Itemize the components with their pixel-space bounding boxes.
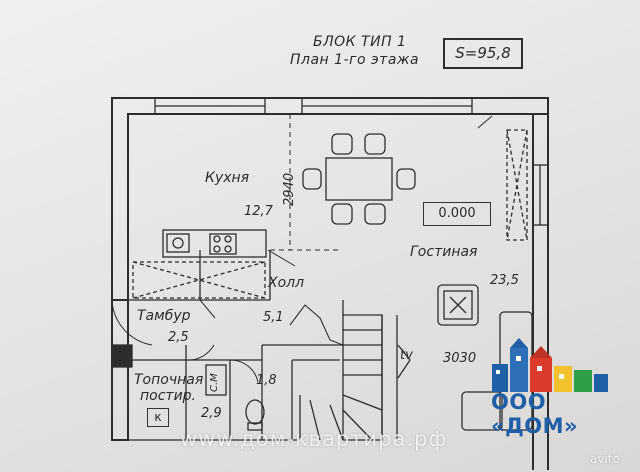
plan-subtitle: План 1-го этажа bbox=[290, 52, 420, 68]
tv-symbol bbox=[397, 344, 411, 379]
stairs bbox=[262, 300, 383, 441]
bathroom-fixtures bbox=[111, 344, 265, 431]
company-logo-text: ООО «ДОМ» bbox=[491, 390, 579, 438]
vestibule-label: Тамбур bbox=[137, 308, 191, 324]
washer-mark: С.М bbox=[209, 373, 220, 392]
hall-label: Холл bbox=[268, 275, 305, 291]
doors bbox=[111, 114, 493, 383]
living-room-label: Гостиная bbox=[410, 244, 478, 260]
kitchen-area: 12,7 bbox=[244, 204, 273, 219]
level-mark: 0.000 bbox=[423, 202, 491, 226]
k-mark: к bbox=[147, 408, 169, 427]
living-room-area: 23,5 bbox=[490, 273, 519, 288]
plan-title: БЛОК ТИП 1 bbox=[313, 34, 407, 50]
company-logo bbox=[492, 338, 608, 392]
furnace-area: 2,9 bbox=[201, 406, 222, 421]
kitchen-dimension: 2940 bbox=[282, 172, 297, 206]
kitchen-label: Кухня bbox=[205, 170, 250, 186]
living-furniture bbox=[437, 129, 533, 431]
total-area-box: S=95,8 bbox=[443, 38, 523, 69]
vestibule-area: 2,5 bbox=[168, 330, 189, 345]
furnace-label-2: постир. bbox=[140, 388, 197, 404]
wc-area: 1,8 bbox=[256, 373, 277, 388]
furnace-label: Топочная bbox=[134, 372, 204, 388]
tv-label: tv bbox=[400, 348, 413, 363]
kitchen-counter bbox=[132, 229, 267, 299]
windows bbox=[154, 97, 549, 226]
dining-set bbox=[302, 133, 416, 225]
site-watermark: www.дом-квартира.рф bbox=[180, 427, 448, 451]
living-dimension: 3030 bbox=[443, 351, 477, 366]
avito-watermark: avito bbox=[590, 452, 620, 466]
hall-area: 5,1 bbox=[263, 310, 284, 325]
